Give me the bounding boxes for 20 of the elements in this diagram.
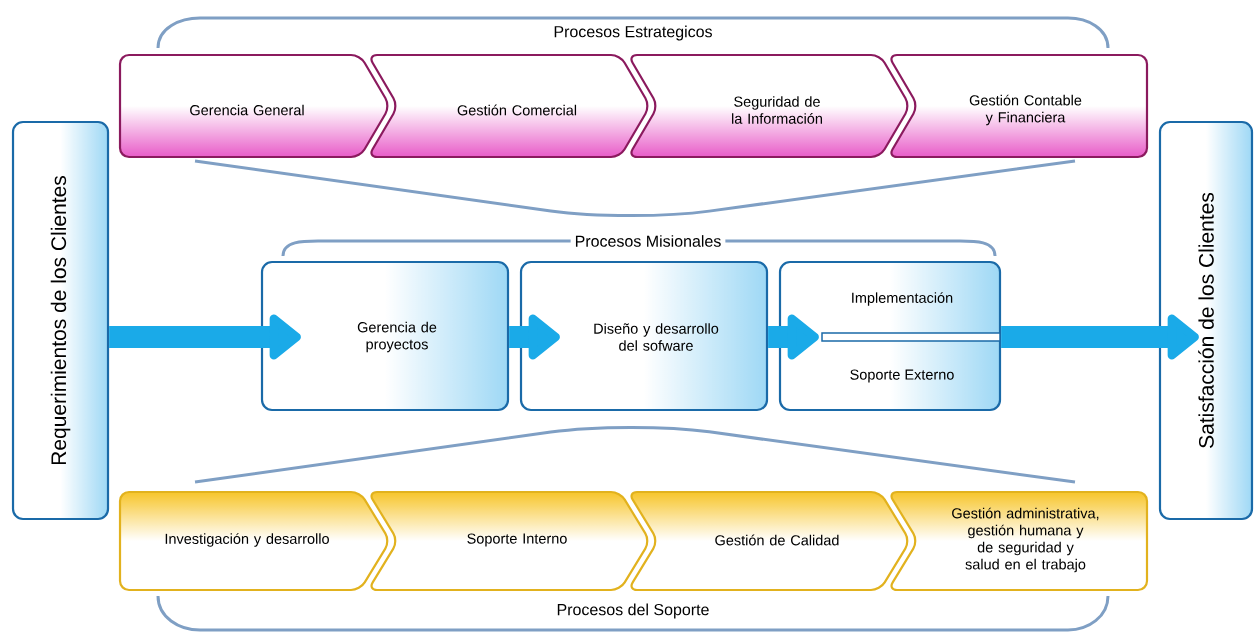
process-box: Gerencia General [118, 53, 389, 159]
group-heading: Procesos Misionales [570, 231, 726, 251]
group-heading: Procesos Estrategicos [549, 21, 717, 45]
process-box: Implementación Soporte Externo [778, 260, 1002, 412]
process-box: Gestión administrativa, gestión humana y de seguridad y salud en el trabajo [890, 490, 1149, 592]
process-box: Diseño y desarrollo del sofware [519, 260, 769, 412]
arrow [768, 314, 819, 360]
arrow [1001, 314, 1199, 360]
process-box: Gestión Contable y Financiera [890, 53, 1149, 159]
arrow [109, 314, 301, 360]
arrow [509, 314, 560, 360]
process-box: Soporte Interno [370, 490, 649, 592]
process-box: Seguridad de la Información [630, 53, 909, 159]
process-box: Gerencia de proyectos [260, 260, 510, 412]
client-box: Satisfacción de los Clientes [1158, 120, 1254, 521]
process-box: Gestión de Calidad [630, 490, 909, 592]
client-box: Requerimientos de los Clientes [11, 120, 110, 521]
process-box: Gestión Comercial [370, 53, 649, 159]
process-box: Investigación y desarrollo [118, 490, 389, 592]
group-heading: Procesos del Soporte [552, 599, 714, 623]
